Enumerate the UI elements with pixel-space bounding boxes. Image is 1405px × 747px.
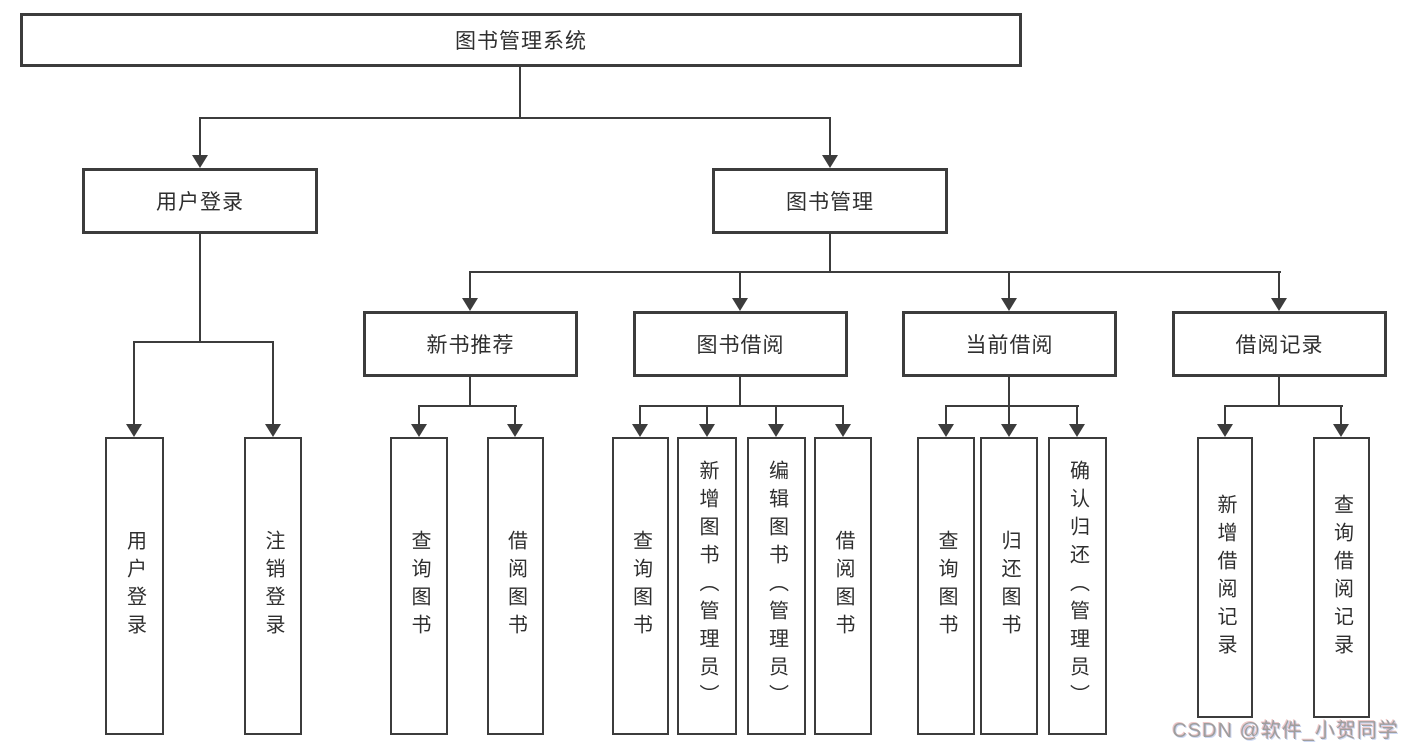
connector — [1076, 405, 1078, 425]
arrowhead — [938, 424, 954, 437]
arrowhead — [1271, 298, 1287, 311]
connector — [829, 117, 831, 156]
arrowhead — [1001, 298, 1017, 311]
arrowhead — [462, 298, 478, 311]
arrowhead — [1069, 424, 1085, 437]
connector — [829, 234, 831, 273]
node-current-borrowing-label: 当前借阅 — [965, 334, 1054, 357]
connector — [199, 117, 201, 156]
node-user-login: 用户登录 — [82, 168, 318, 234]
arrowhead — [732, 298, 748, 311]
node-new-book-recommend: 新书推荐 — [363, 311, 578, 377]
leaf-records-query-record: 查询借阅记录 — [1313, 437, 1370, 718]
node-user-login-label: 用户登录 — [156, 191, 244, 214]
leaf-user-login: 用户登录 — [105, 437, 164, 735]
connector — [842, 405, 844, 425]
arrowhead — [699, 424, 715, 437]
arrowhead — [265, 424, 281, 437]
leaf-recommend-borrow-book: 借阅图书 — [487, 437, 544, 735]
node-borrowing-records-label: 借阅记录 — [1235, 334, 1324, 357]
arrowhead — [126, 424, 142, 437]
leaf-current-return-book: 归还图书 — [980, 437, 1038, 735]
connector — [1278, 376, 1280, 407]
connector — [469, 271, 471, 299]
leaf-logout: 注销登录 — [244, 437, 302, 735]
leaf-current-confirm-return-admin: 确认归还（管理员） — [1048, 437, 1107, 735]
connector — [1278, 271, 1280, 299]
connector — [739, 271, 741, 299]
node-book-borrowing: 图书借阅 — [633, 311, 848, 377]
node-book-management-label: 图书管理 — [786, 191, 874, 214]
leaf-borrowing-borrow-book: 借阅图书 — [814, 437, 872, 735]
arrowhead — [1217, 424, 1233, 437]
leaf-borrowing-query-book: 查询图书 — [612, 437, 669, 735]
node-book-management: 图书管理 — [712, 168, 948, 234]
leaf-borrowing-edit-book-admin: 编辑图书（管理员） — [747, 437, 806, 735]
connector — [1340, 405, 1342, 425]
connector — [775, 405, 777, 425]
connector — [945, 405, 947, 425]
arrowhead — [1333, 424, 1349, 437]
arrowhead — [411, 424, 427, 437]
node-borrowing-records: 借阅记录 — [1172, 311, 1387, 377]
leaf-recommend-query-book: 查询图书 — [390, 437, 448, 735]
leaf-records-add-record: 新增借阅记录 — [1197, 437, 1253, 718]
connector — [1224, 405, 1226, 425]
connector — [639, 405, 844, 407]
connector — [418, 405, 420, 425]
connector — [519, 66, 521, 118]
arrowhead — [1001, 424, 1017, 437]
node-library-system-label: 图书管理系统 — [455, 30, 587, 53]
connector — [1224, 405, 1343, 407]
arrowhead — [507, 424, 523, 437]
connector — [272, 341, 274, 425]
connector — [706, 405, 708, 425]
csdn-watermark: CSDN @软件_小贺同学 — [1172, 720, 1399, 742]
connector — [739, 376, 741, 407]
leaf-current-query-book: 查询图书 — [917, 437, 975, 735]
node-current-borrowing: 当前借阅 — [902, 311, 1117, 377]
arrowhead — [632, 424, 648, 437]
connector — [469, 271, 1281, 273]
connector — [639, 405, 641, 425]
leaf-borrowing-add-book-admin: 新增图书（管理员） — [677, 437, 737, 735]
connector — [199, 117, 831, 119]
connector — [945, 405, 1079, 407]
arrowhead — [835, 424, 851, 437]
arrowhead — [192, 155, 208, 168]
connector — [133, 341, 274, 343]
connector — [514, 405, 516, 425]
node-book-borrowing-label: 图书借阅 — [696, 334, 785, 357]
arrowhead — [822, 155, 838, 168]
node-new-book-recommend-label: 新书推荐 — [426, 334, 515, 357]
connector — [469, 376, 471, 407]
arrowhead — [768, 424, 784, 437]
connector — [1008, 405, 1010, 425]
connector — [418, 405, 517, 407]
connector — [1008, 376, 1010, 407]
node-library-system: 图书管理系统 — [20, 13, 1022, 67]
connector — [133, 341, 135, 425]
connector — [1008, 271, 1010, 299]
connector — [199, 234, 201, 343]
